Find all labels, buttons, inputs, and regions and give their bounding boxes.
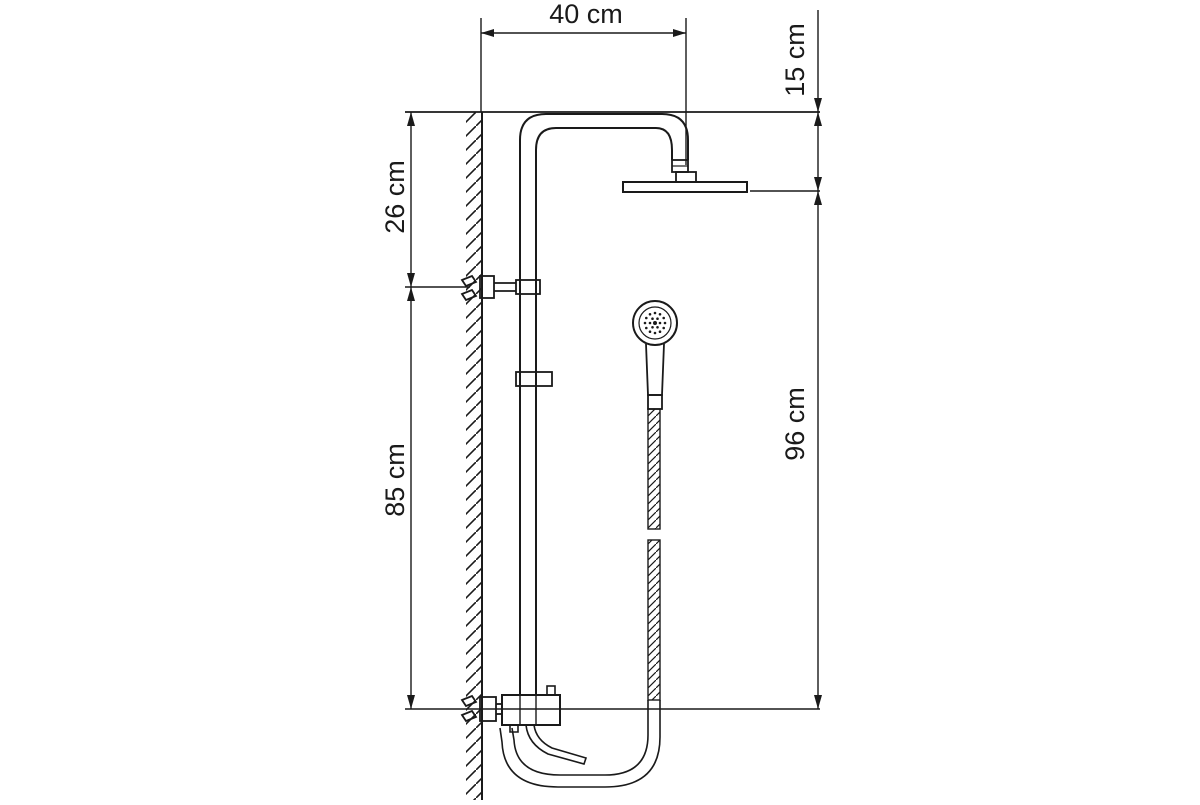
dimension-lines bbox=[405, 10, 822, 710]
spray-nozzle bbox=[643, 321, 647, 325]
spray-nozzle bbox=[651, 326, 654, 329]
mixer-valve bbox=[460, 685, 588, 765]
spray-nozzle bbox=[648, 330, 652, 334]
spray-nozzle bbox=[663, 321, 667, 325]
top-offset-dimension-label: 15 cm bbox=[780, 23, 810, 97]
spray-nozzle bbox=[645, 316, 648, 320]
riser-pipe bbox=[519, 113, 689, 695]
rain-shower-head bbox=[622, 159, 748, 193]
spray-nozzle bbox=[662, 316, 665, 320]
spray-nozzle bbox=[656, 317, 659, 321]
head-height-dimension-label: 96 cm bbox=[780, 387, 810, 461]
spray-nozzle bbox=[648, 321, 652, 325]
spray-nozzle bbox=[645, 326, 648, 330]
spray-nozzle bbox=[648, 313, 652, 316]
lower-height-dimension-label: 85 cm bbox=[380, 443, 410, 517]
spray-nozzle bbox=[658, 321, 662, 325]
spray-nozzle bbox=[653, 331, 657, 335]
spray-nozzle bbox=[656, 326, 659, 329]
upper-height-dimension-label: 26 cm bbox=[380, 160, 410, 234]
shower-hose bbox=[499, 408, 661, 788]
upper-wall-bracket bbox=[460, 274, 541, 302]
spray-nozzle bbox=[658, 313, 662, 316]
spray-nozzle bbox=[662, 326, 665, 330]
spray-nozzle bbox=[653, 311, 657, 315]
spray-nozzle bbox=[658, 330, 662, 334]
hand-shower bbox=[632, 300, 678, 410]
hand-shower-slider bbox=[515, 371, 553, 387]
width-dimension-label: 40 cm bbox=[549, 0, 623, 29]
spray-nozzle bbox=[651, 317, 654, 321]
spray-nozzle bbox=[653, 321, 657, 325]
